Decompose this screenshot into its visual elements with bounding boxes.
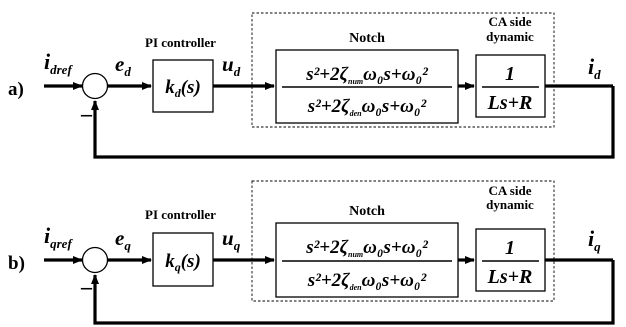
pi-controller-title: PI controller <box>145 35 216 50</box>
plant-title-line2: dynamic <box>486 29 534 44</box>
output-signal-label: iq <box>588 226 601 254</box>
feedback-path <box>91 260 615 325</box>
input-signal-label: iqref <box>44 223 73 251</box>
panel-label: a) <box>8 79 24 100</box>
plant-block <box>475 228 546 292</box>
plant-denominator: Ls+R <box>487 266 533 288</box>
notch-numerator: s²+2ζnumω₀s+ω₀² <box>305 64 429 86</box>
pi-controller-block <box>152 59 214 113</box>
plant-title-line1: CA side <box>489 14 532 29</box>
error-signal-label: eq <box>115 226 131 253</box>
dashed-group-frame <box>251 180 555 302</box>
diagram-a: a) idref – ed PI controller kd(s) ud Not… <box>8 12 615 159</box>
plant-title-line1: CA side <box>489 183 532 198</box>
plant-title-line2: dynamic <box>486 197 534 212</box>
minus-sign: – <box>80 101 93 126</box>
notch-filter-block <box>275 222 459 298</box>
dashed-group-frame <box>251 12 555 128</box>
input-signal-label: idref <box>44 49 73 77</box>
summing-junction <box>81 72 109 100</box>
plant-numerator: 1 <box>505 63 515 85</box>
control-signal-label: ud <box>222 52 241 79</box>
pi-controller-title: PI controller <box>145 207 216 222</box>
notch-numerator: s²+2ζnumω₀s+ω₀² <box>305 237 429 259</box>
plant-numerator: 1 <box>505 237 515 259</box>
control-signal-label: uq <box>222 226 241 253</box>
summing-junction <box>81 246 109 274</box>
pi-controller-tf: kd(s) <box>165 77 201 100</box>
notch-title: Notch <box>349 31 385 46</box>
notch-denominator: s²+2ζdenω₀s+ω₀² <box>307 270 428 292</box>
minus-sign: – <box>80 274 93 299</box>
notch-denominator: s²+2ζdenω₀s+ω₀² <box>307 96 428 118</box>
output-signal-label: id <box>588 54 601 82</box>
notch-title: Notch <box>349 204 385 219</box>
feedback-path <box>91 86 615 159</box>
plant-denominator: Ls+R <box>487 92 533 114</box>
error-signal-label: ed <box>115 52 131 79</box>
panel-label: b) <box>8 253 25 274</box>
diagram-b: b) iqref – eq PI controller kq(s) uq Not… <box>8 180 615 325</box>
pi-controller-tf: kq(s) <box>165 251 201 274</box>
